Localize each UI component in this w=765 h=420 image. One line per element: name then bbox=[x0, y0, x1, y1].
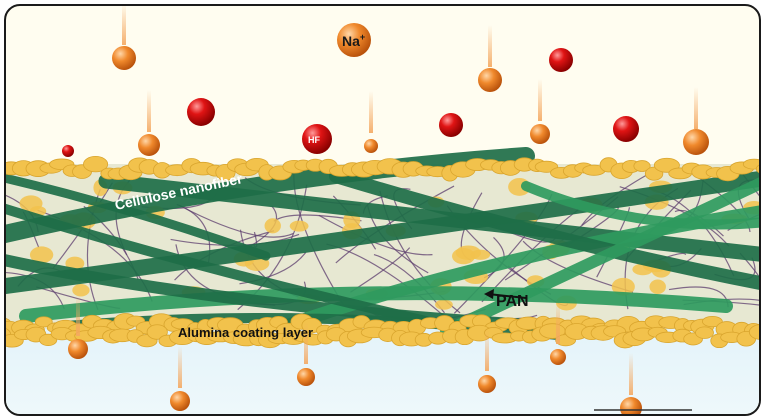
cellulose-fiber bbox=[6, 203, 431, 326]
cellulose-fiber bbox=[6, 254, 552, 332]
ion-trail bbox=[556, 302, 560, 344]
alumina-particle bbox=[702, 315, 723, 328]
pan-fiber bbox=[596, 207, 631, 278]
sodium-ion bbox=[138, 134, 160, 156]
separator-diagram: Na+ HF Cellulose nanofiber PAN Alumina c… bbox=[6, 6, 759, 414]
sodium-charge-label: + bbox=[360, 32, 365, 42]
hf-label: HF bbox=[308, 135, 320, 145]
ion-trail bbox=[369, 91, 373, 133]
pan-fiber bbox=[318, 214, 433, 256]
cellulose-fiber bbox=[521, 181, 759, 230]
ion-trail bbox=[304, 322, 308, 364]
ion-trail bbox=[488, 25, 492, 67]
cellulose-fiber bbox=[440, 177, 759, 337]
sodium-ion bbox=[478, 68, 502, 92]
alumina-top-layer bbox=[6, 156, 759, 182]
alumina-particle bbox=[29, 246, 54, 264]
pan-label: PAN bbox=[496, 293, 529, 310]
ion-trail bbox=[485, 329, 489, 371]
ion-trail bbox=[147, 90, 151, 132]
cellulose-fiber bbox=[98, 173, 759, 262]
pan-arrowhead-icon bbox=[484, 289, 494, 299]
sodium-ion bbox=[683, 129, 709, 155]
hf-molecule bbox=[62, 145, 74, 157]
alumina-particle bbox=[34, 316, 53, 328]
sodium-ion bbox=[550, 349, 566, 365]
alumina-particle bbox=[742, 158, 759, 170]
alumina-particle bbox=[264, 218, 281, 234]
sodium-ion bbox=[112, 46, 136, 70]
ion-trail bbox=[76, 294, 80, 336]
alumina-particle bbox=[611, 277, 635, 296]
alumina-particle bbox=[755, 164, 759, 174]
alumina-particle bbox=[633, 160, 651, 172]
alumina-particle bbox=[748, 324, 759, 340]
pan-fiber bbox=[179, 204, 294, 238]
hf-molecule bbox=[187, 98, 215, 126]
cellulose-fiber bbox=[329, 169, 759, 290]
sodium-ion-labeled bbox=[337, 23, 371, 57]
alumina-particle bbox=[146, 324, 168, 340]
cellulose-fiber bbox=[6, 173, 271, 261]
sodium-ion bbox=[478, 375, 496, 393]
alumina-particle bbox=[695, 326, 714, 339]
sodium-ion bbox=[364, 139, 378, 153]
hf-molecule bbox=[439, 113, 463, 137]
diagram-frame: Na+ HF Cellulose nanofiber PAN Alumina c… bbox=[4, 4, 761, 416]
alumina-particle bbox=[83, 156, 109, 173]
alumina-particle bbox=[470, 249, 491, 260]
pan-arrow-icon bbox=[487, 293, 527, 299]
hf-molecule bbox=[613, 116, 639, 142]
ion-trail bbox=[178, 346, 182, 388]
sodium-ion bbox=[68, 339, 88, 359]
hf-molecule bbox=[549, 48, 573, 72]
alumina-particle bbox=[289, 220, 309, 232]
cellulose-fiber bbox=[6, 147, 535, 243]
ion-trails bbox=[76, 6, 698, 395]
alumina-particle bbox=[72, 284, 90, 297]
alumina-particle bbox=[452, 248, 476, 265]
alumina-particle bbox=[65, 256, 85, 271]
alumina-particle bbox=[649, 279, 666, 294]
sodium-ions bbox=[68, 46, 709, 414]
hf-molecule-labeled bbox=[302, 124, 332, 154]
hf-molecules bbox=[62, 48, 639, 157]
sodium-ion bbox=[170, 391, 190, 411]
ion-trail bbox=[538, 79, 542, 121]
ion-trail bbox=[122, 6, 126, 45]
alumina-label: Alumina coating layer bbox=[178, 325, 313, 340]
sodium-ion bbox=[297, 368, 315, 386]
sodium-ion-label: Na+ bbox=[342, 32, 365, 49]
ion-trail bbox=[629, 353, 633, 395]
sodium-ion bbox=[530, 124, 550, 144]
ion-trail bbox=[694, 87, 698, 129]
alumina-particle bbox=[435, 299, 453, 310]
